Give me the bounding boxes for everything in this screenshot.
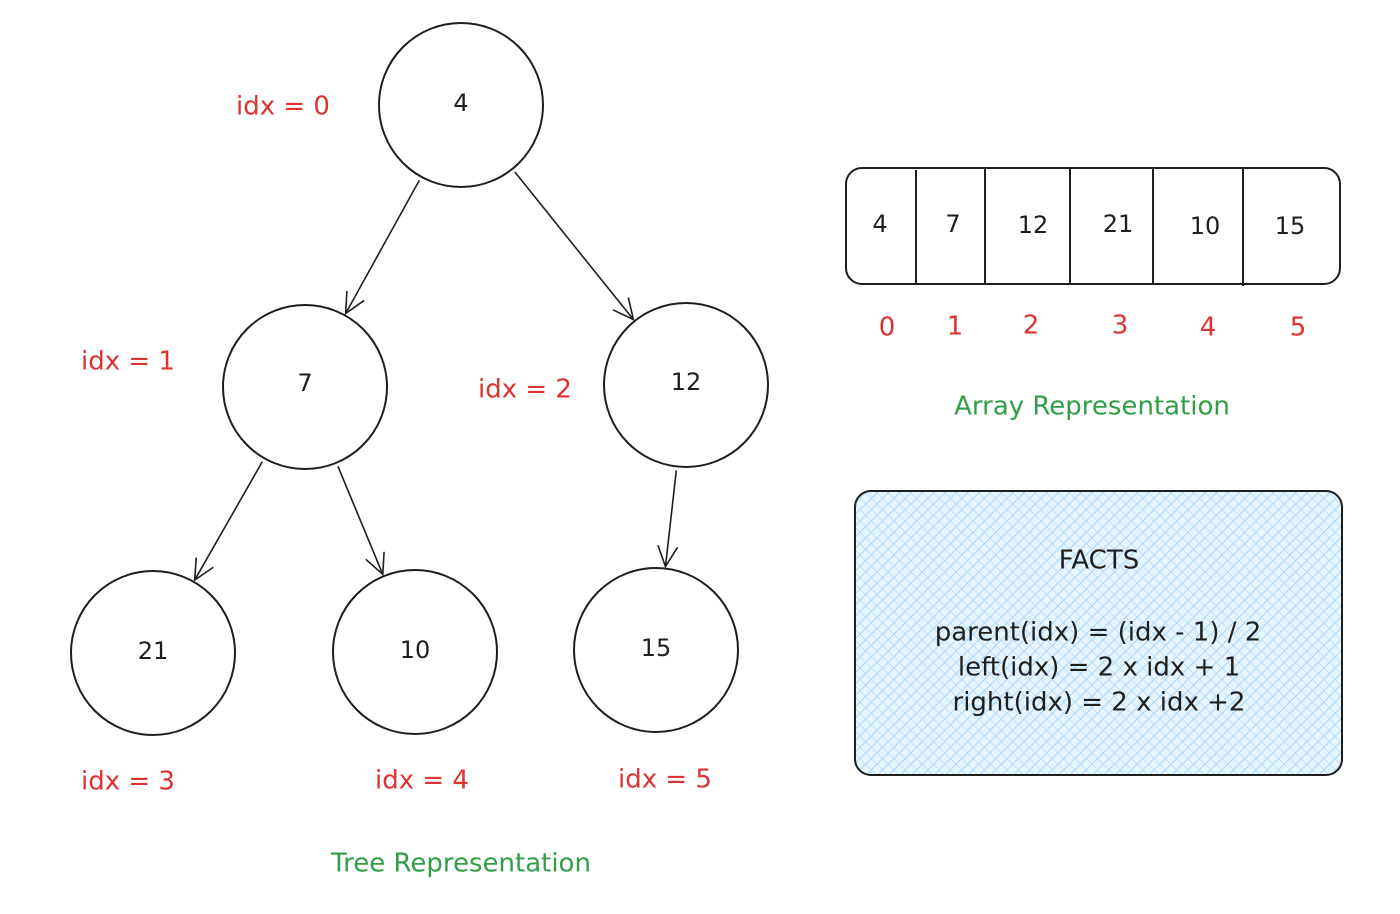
tree-idx-label-3: idx = 3 xyxy=(81,767,175,797)
array-index-label: 4 xyxy=(1200,313,1217,343)
arrow-head-icon xyxy=(365,551,385,577)
array-index-label: 5 xyxy=(1290,313,1307,343)
arrow-head-icon xyxy=(344,290,365,316)
tree-edge xyxy=(514,171,635,321)
tree-idx-label-0: idx = 0 xyxy=(236,92,330,122)
tree-node-value: 4 xyxy=(453,89,468,117)
tree-node-circle xyxy=(332,569,498,735)
array-indices: 0 1 2 3 4 5 xyxy=(879,311,1307,343)
tree-edge xyxy=(664,470,678,567)
tree-node-circle xyxy=(573,567,739,733)
facts-box xyxy=(854,490,1343,776)
tree-idx-label-2: idx = 2 xyxy=(478,375,572,405)
array-cell: 15 xyxy=(1275,212,1306,240)
tree-node-value: 15 xyxy=(641,634,672,662)
tree-edge xyxy=(344,179,421,314)
tree-node-5: 15 xyxy=(573,567,739,733)
tree-node-value: 21 xyxy=(138,637,169,665)
array-cell: 10 xyxy=(1190,212,1221,240)
arrow-head-icon xyxy=(612,297,635,321)
arrow-head-icon xyxy=(193,557,214,582)
tree-node-circle xyxy=(603,302,769,468)
tree-node-circle xyxy=(378,22,544,188)
tree-edges xyxy=(193,171,678,582)
facts-panel: FACTS parent(idx) = (idx - 1) / 2 left(i… xyxy=(854,490,1343,776)
tree-node-2: 12 xyxy=(603,302,769,468)
tree-edge xyxy=(193,461,264,581)
array-cell: 7 xyxy=(945,210,960,238)
tree-caption: Tree Representation xyxy=(330,849,591,879)
array-index-label: 1 xyxy=(947,312,964,342)
array-outline xyxy=(845,167,1341,285)
array-cell: 21 xyxy=(1103,210,1134,238)
array-cell: 12 xyxy=(1018,211,1049,239)
tree-node-0: 4 xyxy=(378,22,544,188)
tree-node-3: 21 xyxy=(70,570,236,736)
facts-line: left(idx) = 2 x idx + 1 xyxy=(958,653,1240,683)
tree-node-4: 10 xyxy=(332,569,498,735)
arrow-head-icon xyxy=(657,544,678,569)
tree-node-circle xyxy=(70,570,236,736)
facts-line: right(idx) = 2 x idx +2 xyxy=(953,688,1246,718)
array-cell: 4 xyxy=(872,210,887,238)
tree-node-circle xyxy=(222,304,388,470)
facts-title: FACTS xyxy=(1059,546,1139,576)
tree-idx-label-4: idx = 4 xyxy=(375,766,469,796)
tree-node-value: 10 xyxy=(400,636,431,664)
array-index-label: 3 xyxy=(1112,311,1129,341)
tree-idx-label-1: idx = 1 xyxy=(81,347,175,377)
facts-line: parent(idx) = (idx - 1) / 2 xyxy=(935,618,1262,648)
tree-idx-label-5: idx = 5 xyxy=(618,765,712,795)
tree-node-value: 7 xyxy=(297,369,312,397)
array-box: 4 7 12 21 10 15 xyxy=(845,167,1341,286)
tree-edge xyxy=(337,466,384,575)
array-caption: Array Representation xyxy=(954,392,1230,422)
array-index-label: 0 xyxy=(879,313,896,343)
tree-node-1: 7 xyxy=(222,304,388,470)
array-index-label: 2 xyxy=(1023,311,1040,341)
tree-node-value: 12 xyxy=(671,368,702,396)
